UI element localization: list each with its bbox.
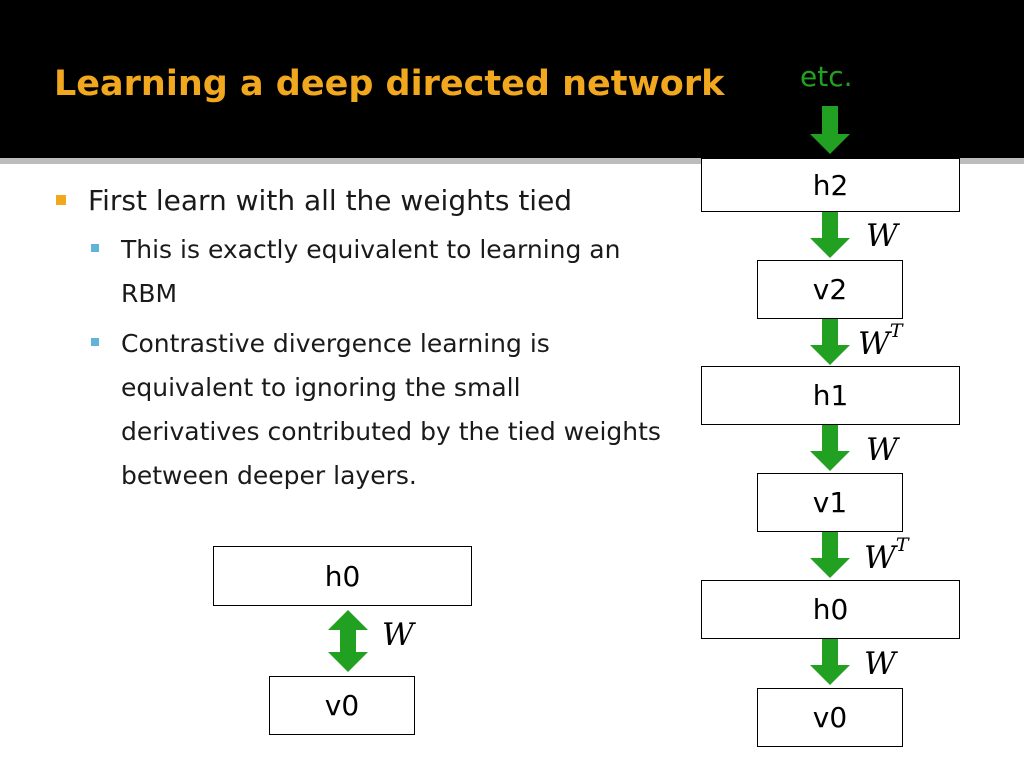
weight-label-wt-base: W: [864, 540, 896, 576]
weight-label-wt: WT: [864, 534, 909, 576]
left-weight-label: W: [382, 617, 414, 653]
right-box-h0: h0: [701, 580, 960, 639]
weight-label-w: W: [864, 646, 896, 682]
right-box-h1: h1: [701, 366, 960, 425]
sub-bullet-rbm-equivalent: This is exactly equivalent to learning a…: [89, 228, 664, 316]
bullet-text: First learn with all the weights tied: [88, 184, 573, 217]
slide-title: Learning a deep directed network: [54, 64, 725, 104]
etc-label: etc.: [800, 60, 853, 93]
sub-bullet-contrastive-divergence: Contrastive divergence learning is equiv…: [89, 322, 664, 498]
weight-label-w: W: [866, 432, 898, 468]
weight-label-wt-sup: T: [895, 534, 909, 556]
down-arrow-icon: [810, 639, 850, 685]
weight-label-wt-base: W: [858, 326, 890, 362]
down-arrow-icon: [810, 212, 850, 258]
double-arrow-icon: [328, 610, 368, 672]
bullet-square-icon: [56, 195, 66, 205]
title-bar: [0, 0, 1024, 158]
down-arrow-icon: [810, 532, 850, 578]
sub-bullet-text: Contrastive divergence learning is equiv…: [121, 329, 661, 490]
down-arrow-icon: [810, 425, 850, 471]
bullet-first-learn: First learn with all the weights tied: [54, 180, 664, 222]
bullet-list: First learn with all the weights tied Th…: [54, 180, 664, 498]
title-bar-rule: [0, 158, 1024, 164]
sub-bullet-text: This is exactly equivalent to learning a…: [121, 235, 621, 308]
weight-label-wt-sup: T: [889, 320, 903, 342]
right-box-h2: h2: [701, 158, 960, 212]
weight-label-wt: WT: [858, 320, 903, 362]
down-arrow-icon: [810, 106, 850, 154]
right-box-v1: v1: [757, 473, 903, 532]
left-box-v0: v0: [269, 676, 415, 735]
sub-bullet-square-icon: [91, 244, 99, 252]
right-box-v2: v2: [757, 260, 903, 319]
weight-label-w: W: [866, 218, 898, 254]
sub-bullet-square-icon: [91, 338, 99, 346]
down-arrow-icon: [810, 319, 850, 365]
left-box-h0: h0: [213, 546, 472, 606]
right-box-v0: v0: [757, 688, 903, 747]
